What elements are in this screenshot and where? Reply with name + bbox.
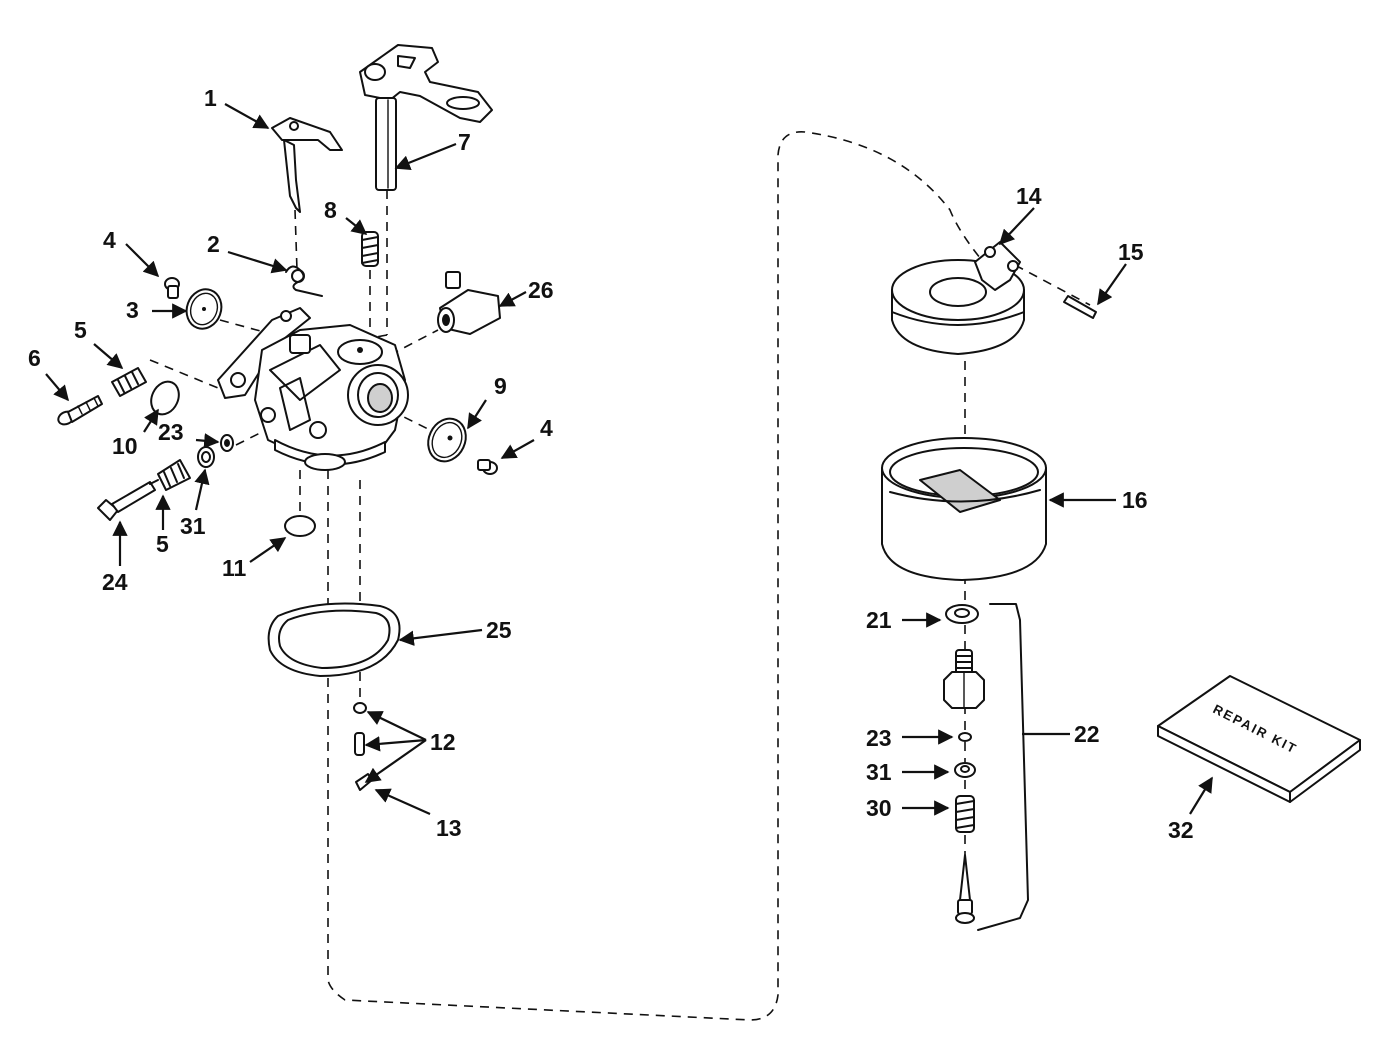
part-carburetor-body [217, 307, 409, 471]
part-screw-4b [477, 459, 498, 475]
callout-3: 3 [126, 297, 139, 323]
part-adjust-screw-6 [57, 395, 103, 426]
part-float-14 [891, 241, 1025, 355]
callout-21: 21 [866, 607, 892, 633]
part-jet-22 [943, 649, 985, 709]
callout-11: 11 [222, 555, 247, 581]
callout-25: 25 [486, 617, 512, 643]
callout-23a: 23 [158, 419, 184, 445]
part-washer-23a [220, 434, 234, 452]
callout-31a: 31 [180, 513, 206, 539]
callout-2: 2 [207, 231, 220, 257]
callout-5a: 5 [74, 317, 87, 343]
callout-4a: 4 [103, 227, 116, 253]
part-disc-11 [284, 515, 316, 537]
part-pin-15 [1063, 295, 1097, 319]
callout-12: 12 [430, 729, 456, 755]
callout-32: 32 [1168, 817, 1194, 843]
part-choke-bracket [271, 117, 343, 213]
part-washer-21 [945, 604, 979, 624]
part-throttle-shaft [359, 44, 493, 191]
callout-30: 30 [866, 795, 892, 821]
callout-23b: 23 [866, 725, 892, 751]
bracket-22 [977, 603, 1029, 931]
dashed-loop-path [327, 131, 991, 1021]
part-spring-5b [157, 459, 191, 491]
part-spring-5a [111, 367, 147, 397]
callout-13: 13 [436, 815, 462, 841]
leader-arrows [45, 103, 1213, 816]
part-disc-3 [185, 288, 223, 330]
callout-22: 22 [1074, 721, 1100, 747]
callout-31b: 31 [866, 759, 892, 785]
callout-8: 8 [324, 197, 337, 223]
callout-16: 16 [1122, 487, 1148, 513]
callout-10: 10 [112, 433, 138, 459]
part-bowl-16 [881, 437, 1047, 581]
part-needle-22 [955, 854, 975, 924]
callout-26: 26 [528, 277, 554, 303]
callout-9: 9 [494, 373, 507, 399]
callout-7: 7 [458, 129, 471, 155]
part-disc-9 [427, 417, 467, 463]
callout-numbers: 1 7 8 4 2 26 3 5 6 9 4 10 23 31 5 24 11 … [28, 85, 1194, 843]
callout-24: 24 [102, 569, 128, 595]
part-torsion-spring [285, 265, 323, 297]
part-small-12 [353, 702, 373, 791]
callout-5b: 5 [156, 531, 169, 557]
callout-6: 6 [28, 345, 41, 371]
part-washer-31a [197, 446, 215, 468]
part-washer-31b [954, 762, 976, 778]
callout-15: 15 [1118, 239, 1144, 265]
part-screw-4a [164, 277, 180, 299]
part-gasket-25 [267, 602, 401, 677]
part-fuel-fitting [437, 271, 501, 335]
callout-14: 14 [1016, 183, 1042, 209]
callout-4b: 4 [540, 415, 553, 441]
part-washer-23b [958, 732, 972, 742]
repair-kit-package: REPAIR KIT [1157, 675, 1361, 803]
part-spring-8 [361, 231, 379, 267]
part-oring-10 [150, 380, 180, 416]
part-needle-24 [97, 479, 159, 521]
part-spring-30 [955, 795, 975, 833]
callout-1: 1 [204, 85, 217, 111]
